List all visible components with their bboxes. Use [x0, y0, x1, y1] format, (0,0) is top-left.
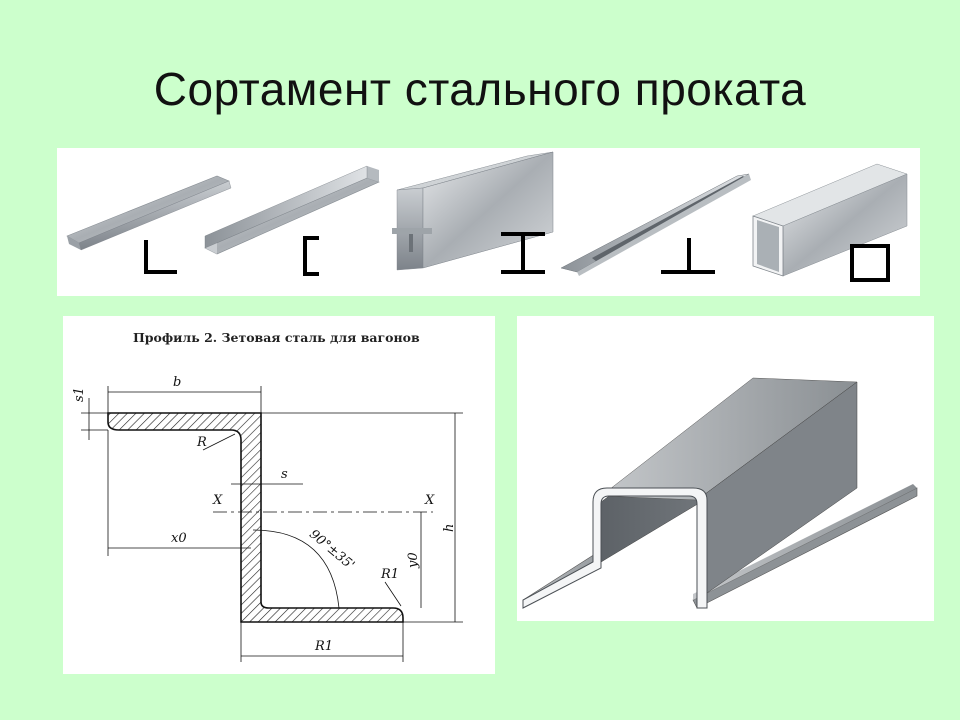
- label-b: b: [173, 375, 181, 390]
- label-R1-upper: R1: [380, 567, 399, 582]
- angle-bar-image: [66, 175, 232, 251]
- tee-image: [560, 173, 751, 276]
- drawing-caption: Профиль 2. Зетовая сталь для вагонов: [133, 330, 420, 345]
- label-x-right: X: [424, 493, 435, 508]
- profiles-strip: [57, 148, 920, 296]
- dim-s: s: [231, 467, 303, 485]
- slide-title: Сортамент стального проката: [153, 63, 807, 115]
- label-R1-bottom: R1: [314, 639, 333, 654]
- i-beam-symbol-icon: [501, 232, 545, 274]
- z-profile-3d-icon: [522, 377, 918, 609]
- label-s1: s1: [72, 387, 87, 402]
- dim-angle: 90°±35': [252, 527, 357, 609]
- dim-R: R: [196, 433, 236, 451]
- square-tube-symbol-icon: [850, 244, 890, 282]
- dim-x0: x0: [107, 430, 251, 556]
- label-x0: x0: [171, 531, 187, 546]
- i-beam-image: [392, 151, 554, 271]
- label-x-left: X: [212, 493, 223, 508]
- label-R: R: [196, 435, 207, 450]
- dim-b: b: [107, 375, 262, 413]
- square-tube-image: [752, 163, 908, 277]
- z-profile-3d-render: [517, 316, 934, 621]
- dim-s1: s1: [72, 387, 108, 440]
- dim-R1-bottom: R1: [240, 622, 404, 662]
- label-s: s: [281, 467, 288, 482]
- label-y0: y0: [406, 552, 421, 569]
- dim-y0: y0: [406, 512, 422, 608]
- dim-R1-upper: R1: [380, 567, 402, 607]
- dim-h: h: [261, 412, 463, 623]
- channel-image: [204, 165, 380, 255]
- tee-symbol-icon: [661, 238, 715, 274]
- label-h: h: [442, 524, 457, 532]
- z-profile-drawing: Профиль 2. Зетовая сталь для вагонов b s…: [63, 316, 495, 674]
- z-section-shape: [107, 412, 404, 623]
- angle-symbol-icon: [144, 240, 177, 274]
- channel-symbol-icon: [303, 236, 319, 276]
- x-axis: X X: [212, 493, 435, 513]
